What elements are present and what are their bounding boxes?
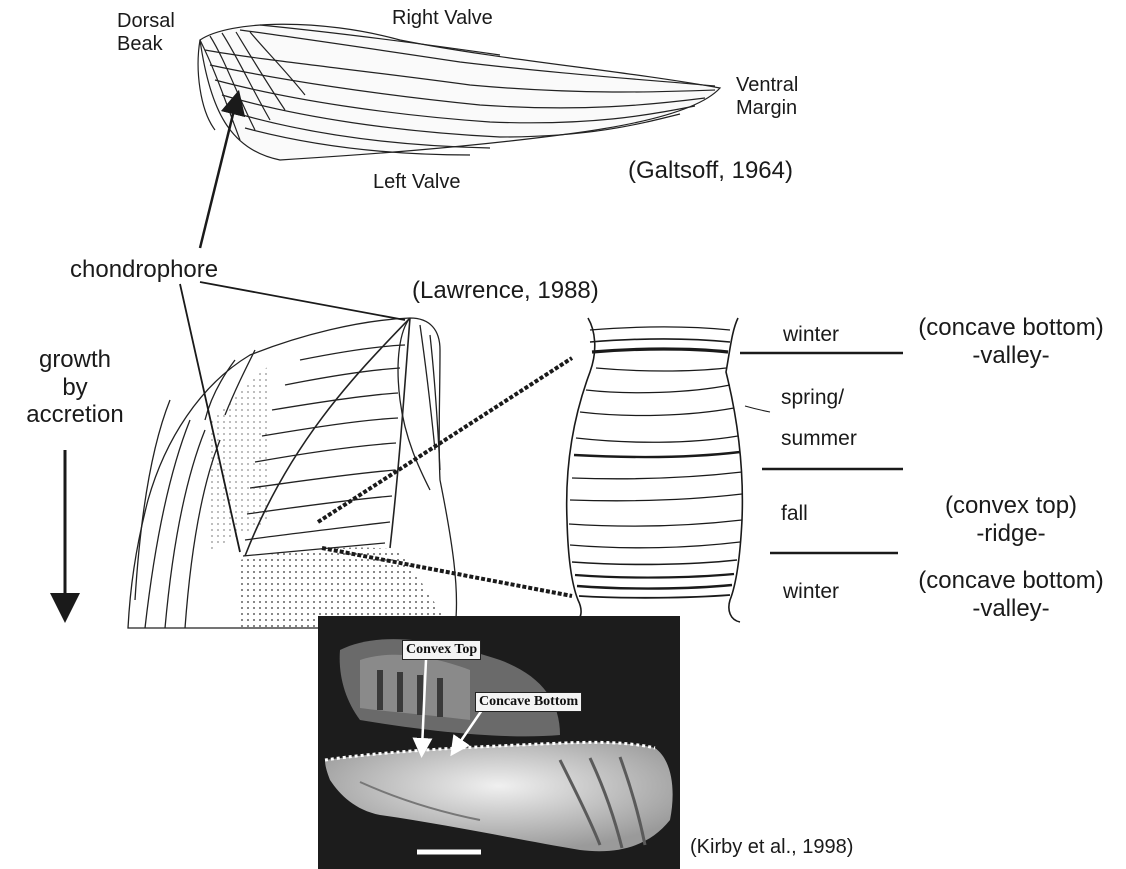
chondrophore-label: chondrophore	[70, 256, 218, 284]
season-winter-bottom: winter	[783, 580, 839, 604]
left-valve-label: Left Valve	[373, 171, 460, 194]
galtsoff-citation: (Galtsoff, 1964)	[628, 157, 793, 185]
right-valve-label: Right Valve	[392, 7, 493, 30]
dorsal-beak-label: Dorsal Beak	[117, 10, 175, 56]
kirby-citation: (Kirby et al., 1998)	[690, 836, 853, 859]
arrow-to-dorsal-beak	[200, 102, 236, 248]
convex-top-label: Convex Top	[402, 640, 481, 660]
growth-by-accretion-label: growth by accretion	[15, 346, 135, 429]
concave-bottom-label: Concave Bottom	[475, 692, 582, 712]
description-top-valley: (concave bottom) -valley-	[898, 314, 1124, 369]
description-bottom-valley: (concave bottom) -valley-	[898, 567, 1124, 622]
ventral-margin-label: Ventral Margin	[736, 74, 798, 120]
chondrophore-pointer-upper	[200, 282, 405, 320]
hinge-section-drawing	[128, 318, 457, 628]
lawrence-citation: (Lawrence, 1988)	[412, 277, 599, 305]
top-shell-drawing	[198, 24, 720, 160]
season-spring-summer: spring/ summer	[781, 378, 857, 460]
enlarged-chondrophore-section	[567, 318, 770, 622]
description-ridge: (convex top) -ridge-	[898, 492, 1124, 547]
cross-section-photo	[318, 616, 680, 869]
season-fall: fall	[781, 502, 808, 526]
season-winter-top: winter	[783, 323, 839, 347]
